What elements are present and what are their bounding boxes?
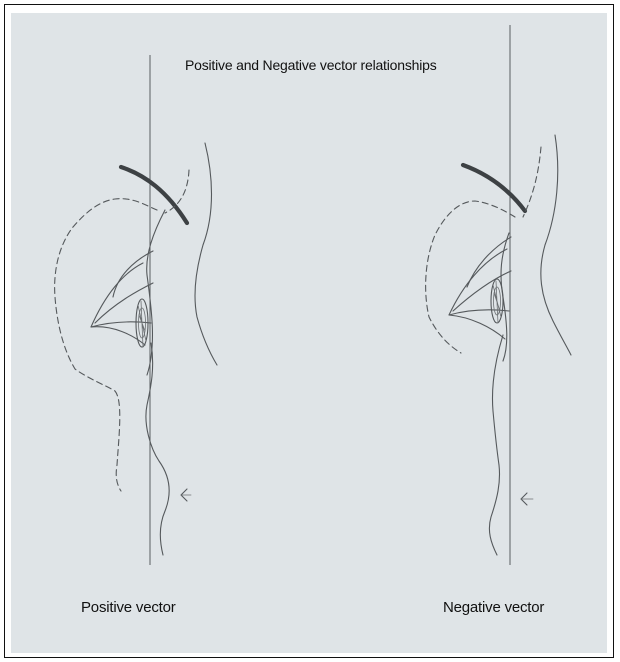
positive-upper-lid: [91, 263, 143, 327]
negative-lid-crease: [467, 237, 511, 287]
figure-title: Positive and Negative vector relationshi…: [185, 57, 437, 73]
positive-brow-ridge: [121, 167, 187, 223]
negative-cheek-profile: [489, 335, 503, 555]
negative-brow-dashed-arc: [523, 147, 541, 217]
positive-forehead-profile: [195, 143, 217, 365]
figure-frame: Positive and Negative vector relationshi…: [4, 4, 614, 658]
sketch-canvas: [5, 5, 614, 658]
positive-cheek-profile: [146, 343, 169, 555]
negative-vector-sketch: [426, 25, 571, 565]
positive-dashed-soft-tissue-outline: [55, 199, 157, 491]
negative-lower-lid: [449, 315, 505, 339]
positive-vector-sketch: [55, 55, 217, 565]
negative-vector-label: Negative vector: [443, 599, 544, 616]
negative-brow-ridge: [463, 165, 525, 211]
positive-vector-label: Positive vector: [81, 599, 176, 616]
positive-globe-curve: [147, 210, 165, 375]
negative-forehead-profile: [541, 135, 571, 355]
